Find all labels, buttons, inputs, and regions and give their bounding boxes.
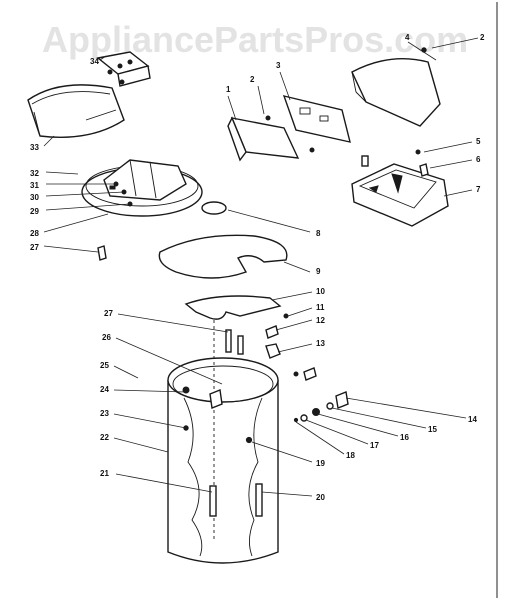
callout-22: 22 — [100, 433, 109, 442]
callout-27-top: 27 — [104, 309, 113, 318]
callout-3: 3 — [276, 61, 281, 70]
parts-11-13-fittings — [265, 313, 289, 359]
callout-26: 26 — [102, 333, 111, 342]
callout-21: 21 — [100, 469, 109, 478]
callout-18: 18 — [346, 451, 355, 460]
part-3-panel — [265, 95, 351, 153]
callout-5: 5 — [476, 137, 481, 146]
parts-14-19-fittings — [293, 367, 349, 423]
callout-32: 31 — [30, 181, 39, 190]
part-7-tray — [351, 149, 449, 227]
callout-labels: 1 2 3 4 2 5 6 7 8 9 10 11 12 13 14 15 16… — [30, 33, 485, 502]
callout-4: 4 — [405, 33, 410, 42]
callout-17: 17 — [370, 441, 379, 450]
part-34-top-cover — [27, 84, 125, 138]
part-10-inner-disc — [184, 295, 282, 320]
callout-15-right: 15 — [428, 425, 437, 434]
callout-24: 24 — [100, 385, 109, 394]
callout-31: 30 — [30, 193, 39, 202]
callout-30: 29 — [30, 207, 39, 216]
callout-8: 8 — [316, 229, 321, 238]
callout-14: 14 — [468, 415, 477, 424]
callout-12: 12 — [316, 316, 325, 325]
water-heater-tank — [167, 320, 279, 564]
callout-28: 27 — [30, 243, 39, 252]
callout-29: 28 — [30, 229, 39, 238]
part-28-clip — [97, 245, 107, 261]
callout-20: 20 — [316, 493, 325, 502]
callout-6: 6 — [476, 155, 481, 164]
callout-25: 25 — [100, 361, 109, 370]
callout-11: 11 — [316, 303, 325, 312]
part-9-insulation-disc — [158, 234, 288, 279]
part-8-gasket — [201, 201, 227, 215]
part-34a-bracket — [96, 51, 151, 87]
callout-10: 10 — [316, 287, 325, 296]
callout-1: 1 — [226, 85, 231, 94]
callout-13: 13 — [316, 339, 325, 348]
watermark-text: AppliancePartsPros.com — [42, 19, 468, 60]
callout-33: 32 — [30, 169, 39, 178]
callout-16: 16 — [400, 433, 409, 442]
callout-9: 9 — [316, 267, 321, 276]
part-1-panel — [227, 116, 300, 162]
callout-7: 7 — [476, 185, 481, 194]
part-4-top-cap — [351, 47, 441, 127]
callout-34a: 34 — [90, 57, 99, 66]
callout-2-right: 2 — [480, 33, 485, 42]
callout-19: 19 — [316, 459, 325, 468]
callout-23: 23 — [100, 409, 109, 418]
callout-34: 33 — [30, 143, 39, 152]
part-29-base-plate — [81, 159, 203, 217]
callout-2-left: 2 — [250, 75, 255, 84]
leader-lines — [43, 37, 479, 497]
